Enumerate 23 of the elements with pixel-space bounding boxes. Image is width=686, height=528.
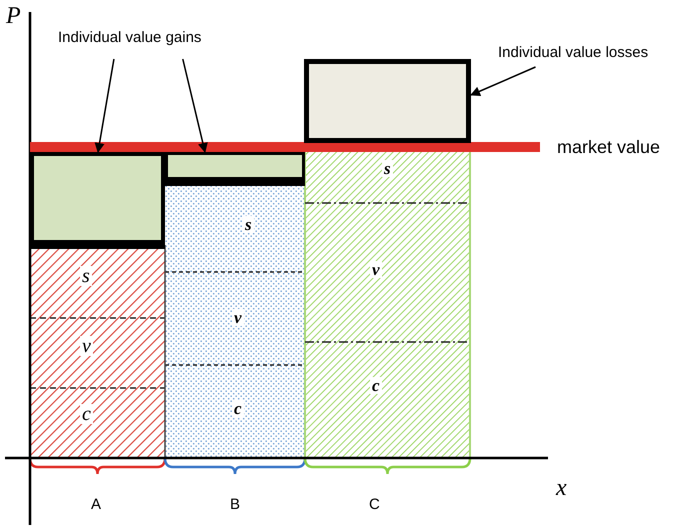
area-label: v xyxy=(232,309,244,326)
group-label: C xyxy=(369,497,380,512)
line-label: market value xyxy=(557,138,660,156)
value-loss-box xyxy=(304,59,471,143)
arrow xyxy=(94,58,115,153)
value-gain-box xyxy=(165,152,305,186)
arrow xyxy=(470,66,536,96)
group-label: B xyxy=(230,497,240,512)
axis-label: P xyxy=(6,4,21,28)
area-label: s xyxy=(382,160,393,177)
value-gain-box xyxy=(30,152,165,249)
area-label: v xyxy=(80,336,93,356)
axis-label: x xyxy=(556,476,567,500)
area-label: v xyxy=(370,261,382,278)
area-label: s xyxy=(243,216,254,233)
group-label: A xyxy=(91,497,102,512)
area-label: s xyxy=(80,266,92,286)
arrow xyxy=(182,58,208,153)
area-label: c xyxy=(370,377,382,394)
annotation-text: Individual value losses xyxy=(498,45,648,60)
area-label: c xyxy=(232,400,244,417)
annotation-text: Individual value gains xyxy=(58,30,202,45)
area-label: c xyxy=(80,404,93,424)
